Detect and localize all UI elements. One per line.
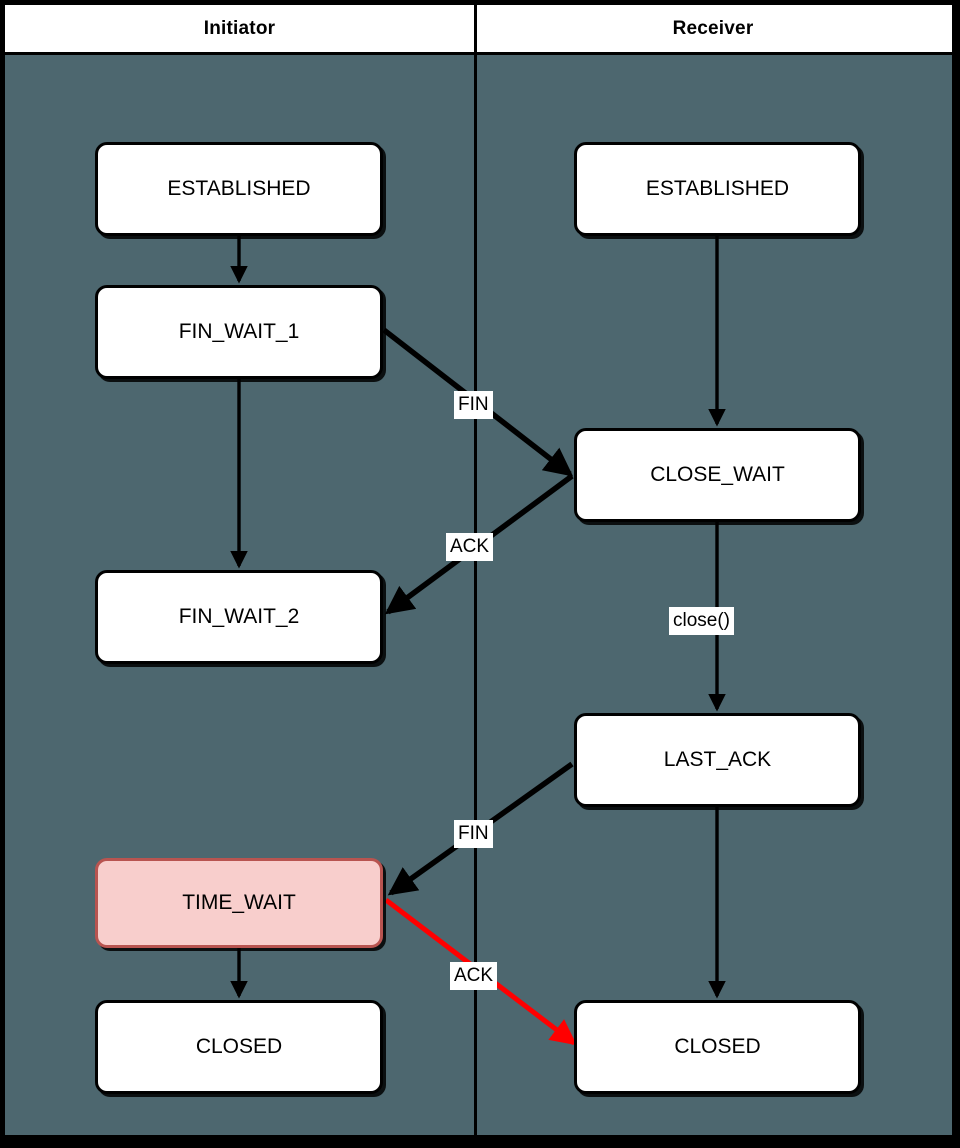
edge-label-fin-1: FIN: [454, 391, 493, 419]
node-receiver-closed[interactable]: CLOSED: [574, 1000, 861, 1094]
node-initiator-closed[interactable]: CLOSED: [95, 1000, 383, 1094]
node-label: CLOSED: [195, 1035, 283, 1058]
lane-header-initiator-label: Initiator: [203, 17, 276, 39]
node-time-wait[interactable]: TIME_WAIT: [95, 858, 383, 948]
node-label: LAST_ACK: [663, 748, 772, 771]
edge-label-ack-2: ACK: [450, 962, 498, 990]
node-fin-wait-1[interactable]: FIN_WAIT_1: [95, 285, 383, 379]
lane-header-receiver-label: Receiver: [672, 17, 754, 39]
edge-label-close: close(): [669, 607, 735, 635]
lane-header-row: Initiator Receiver: [2, 2, 955, 55]
node-close-wait[interactable]: CLOSE_WAIT: [574, 428, 861, 522]
node-label: FIN_WAIT_1: [178, 320, 300, 343]
node-label: TIME_WAIT: [182, 891, 296, 914]
node-label: FIN_WAIT_2: [178, 605, 300, 628]
node-receiver-established[interactable]: ESTABLISHED: [574, 142, 861, 236]
node-fin-wait-2[interactable]: FIN_WAIT_2: [95, 570, 383, 664]
edge-label-ack-1: ACK: [446, 533, 494, 561]
node-label: CLOSED: [674, 1035, 761, 1058]
node-last-ack[interactable]: LAST_ACK: [574, 713, 861, 807]
node-label: ESTABLISHED: [645, 177, 790, 200]
edge-label-fin-2: FIN: [454, 820, 493, 848]
node-initiator-established[interactable]: ESTABLISHED: [95, 142, 383, 236]
lane-header-initiator: Initiator: [5, 5, 477, 52]
node-label: CLOSE_WAIT: [650, 463, 785, 486]
node-label: ESTABLISHED: [167, 177, 311, 200]
lane-header-receiver: Receiver: [477, 5, 949, 52]
